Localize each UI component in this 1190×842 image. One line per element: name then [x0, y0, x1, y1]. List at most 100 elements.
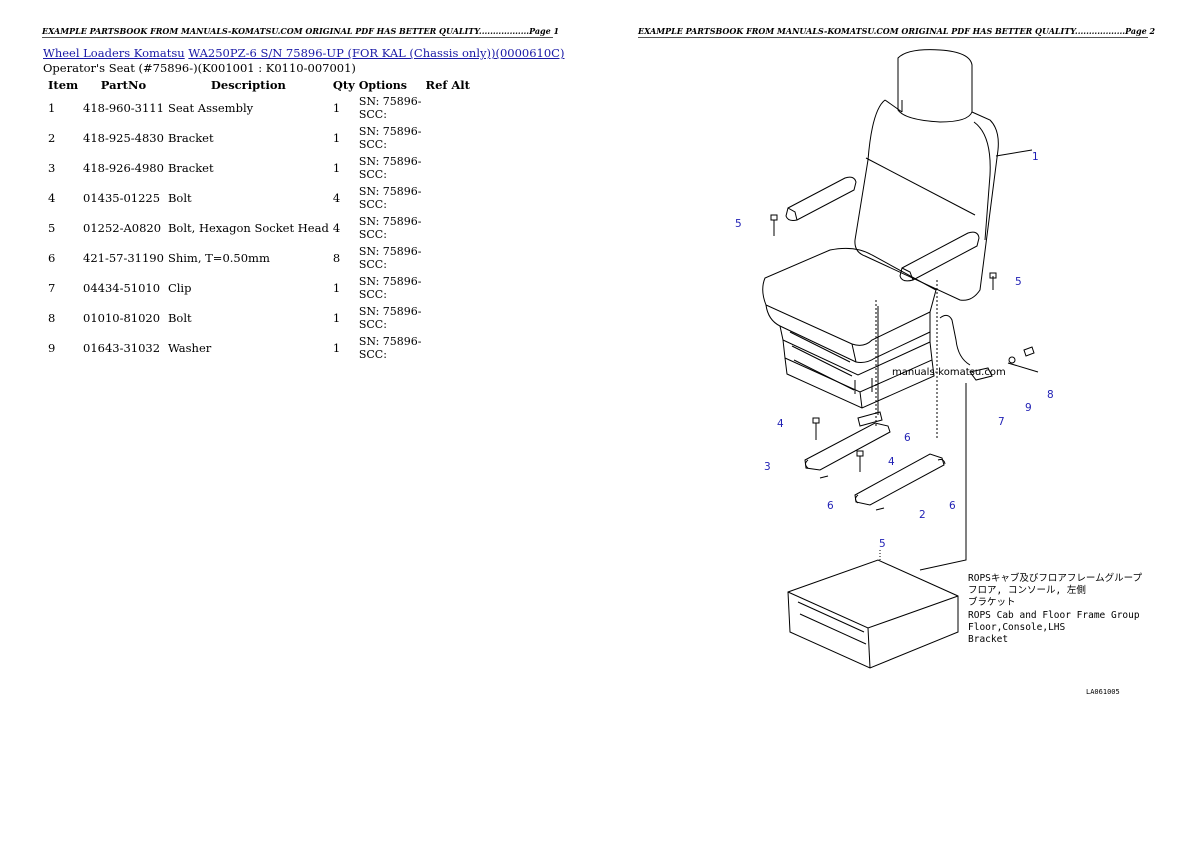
callout-5: 5	[1015, 276, 1022, 288]
cell-options: SN: 75896-SCC:	[357, 153, 424, 183]
cell-qty: 1	[332, 281, 341, 295]
cell-partno: 418-960-3111	[83, 101, 164, 115]
note-jp-line3: ブラケット	[968, 596, 1016, 608]
note-en-line2: Floor,Console,LHS	[968, 622, 1066, 633]
callout-4: 4	[888, 456, 895, 468]
callout-3: 3	[764, 461, 771, 473]
options-scc: SCC:	[358, 258, 387, 271]
options-scc: SCC:	[358, 288, 387, 301]
cell-options: SN: 75896-SCC:	[357, 333, 424, 363]
breadcrumb-link-model[interactable]: WA250PZ-6 S/N 75896-UP (FOR KAL (Chassis…	[188, 46, 565, 60]
table-row: 4 01435-01225 Bolt 4 SN: 75896-SCC:	[43, 183, 476, 213]
options-sn: SN: 75896-	[358, 335, 422, 348]
table-row: 3 418-926-4980 Bracket 1 SN: 75896-SCC:	[43, 153, 476, 183]
table-row: 7 04434-51010 Clip 1 SN: 75896-SCC:	[43, 273, 476, 303]
options-sn: SN: 75896-	[358, 125, 422, 138]
cell-description: Washer	[167, 341, 212, 355]
cell-qty: 1	[332, 161, 341, 175]
cell-description: Bolt, Hexagon Socket Head	[167, 221, 329, 235]
table-row: 6 421-57-31190 Shim, T=0.50mm 8 SN: 7589…	[43, 243, 476, 273]
cell-partno: 418-925-4830	[83, 131, 164, 145]
table-row: 2 418-925-4830 Bracket 1 SN: 75896-SCC:	[43, 123, 476, 153]
options-sn: SN: 75896-	[358, 245, 422, 258]
cell-item: 6	[48, 251, 56, 265]
watermark-text: manuals-komatsu.com	[892, 367, 1006, 378]
table-header-row: Item PartNo Description Qty Options Ref …	[43, 77, 476, 93]
options-scc: SCC:	[358, 138, 387, 151]
cell-qty: 1	[332, 101, 341, 115]
cell-qty: 1	[332, 311, 341, 325]
table-row: 1 418-960-3111 Seat Assembly 1 SN: 75896…	[43, 93, 476, 123]
page-subtitle: Operator's Seat (#75896-)(K001001 : K011…	[43, 61, 356, 75]
col-header-item: Item	[48, 78, 79, 92]
note-en-line1: ROPS Cab and Floor Frame Group	[968, 610, 1140, 621]
cell-refalt	[424, 153, 476, 183]
table-row: 9 01643-31032 Washer 1 SN: 75896-SCC:	[43, 333, 476, 363]
cell-refalt	[424, 93, 476, 123]
cell-description: Shim, T=0.50mm	[167, 251, 270, 265]
table-row: 8 01010-81020 Bolt 1 SN: 75896-SCC:	[43, 303, 476, 333]
parts-table: Item PartNo Description Qty Options Ref …	[43, 77, 476, 363]
cell-item: 8	[48, 311, 56, 325]
cell-item: 5	[48, 221, 56, 235]
cell-item: 7	[48, 281, 56, 295]
cell-options: SN: 75896-SCC:	[357, 273, 424, 303]
cell-qty: 1	[332, 341, 341, 355]
cell-options: SN: 75896-SCC:	[357, 303, 424, 333]
callout-5: 5	[879, 538, 886, 550]
note-jp-line1: ROPSキャブ及びフロアフレームグループ	[968, 572, 1143, 584]
callout-8: 8	[1047, 389, 1054, 401]
breadcrumb-link-wheel-loaders[interactable]: Wheel Loaders Komatsu	[43, 46, 185, 60]
cell-item: 1	[48, 101, 56, 115]
options-scc: SCC:	[358, 198, 387, 211]
options-sn: SN: 75896-	[358, 155, 422, 168]
cell-partno: 01252-A0820	[83, 221, 162, 235]
cell-refalt	[424, 213, 476, 243]
cell-refalt	[424, 123, 476, 153]
cell-refalt	[424, 243, 476, 273]
cell-description: Bracket	[167, 161, 214, 175]
col-header-partno: PartNo	[100, 78, 147, 92]
cell-partno: 01435-01225	[83, 191, 161, 205]
col-header-options: Options	[358, 78, 407, 92]
cell-qty: 4	[332, 191, 341, 205]
cell-refalt	[424, 183, 476, 213]
callout-5: 5	[735, 218, 742, 230]
cell-description: Bolt	[167, 191, 192, 205]
table-row: 5 01252-A0820 Bolt, Hexagon Socket Head …	[43, 213, 476, 243]
cell-item: 2	[48, 131, 56, 145]
options-scc: SCC:	[358, 168, 387, 181]
cell-description: Bolt	[167, 311, 192, 325]
callout-2: 2	[919, 509, 926, 521]
cell-partno: 01010-81020	[83, 311, 161, 325]
note-jp-line2: フロア, コンソール, 左側	[968, 584, 1086, 596]
options-sn: SN: 75896-	[358, 305, 422, 318]
page-header-right: EXAMPLE PARTSBOOK FROM MANUALS-KOMATSU.C…	[638, 26, 1156, 38]
options-scc: SCC:	[358, 108, 387, 121]
options-sn: SN: 75896-	[358, 95, 422, 108]
options-scc: SCC:	[358, 228, 387, 241]
options-sn: SN: 75896-	[358, 215, 422, 228]
col-header-qty: Qty	[332, 78, 355, 92]
cell-qty: 4	[332, 221, 341, 235]
exploded-parts-diagram: 1 5 5 8 9 7 4 6 3 4 6 2 6 5 manuals-koma…	[735, 49, 1143, 696]
cell-item: 9	[48, 341, 56, 355]
cell-partno: 01643-31032	[83, 341, 161, 355]
cell-item: 4	[48, 191, 56, 205]
cell-refalt	[424, 273, 476, 303]
cell-refalt	[424, 303, 476, 333]
cell-partno: 04434-51010	[83, 281, 161, 295]
breadcrumb: Wheel Loaders Komatsu WA250PZ-6 S/N 7589…	[43, 46, 564, 60]
callout-9: 9	[1025, 402, 1032, 414]
callout-6: 6	[904, 432, 911, 444]
cell-description: Bracket	[167, 131, 214, 145]
cell-description: Clip	[167, 281, 192, 295]
cell-options: SN: 75896-SCC:	[357, 213, 424, 243]
cell-qty: 1	[332, 131, 341, 145]
callout-6: 6	[949, 500, 956, 512]
cell-item: 3	[48, 161, 56, 175]
cell-options: SN: 75896-SCC:	[357, 243, 424, 273]
callout-1: 1	[1032, 151, 1039, 163]
callout-4: 4	[777, 418, 784, 430]
col-header-description: Description	[210, 78, 286, 92]
